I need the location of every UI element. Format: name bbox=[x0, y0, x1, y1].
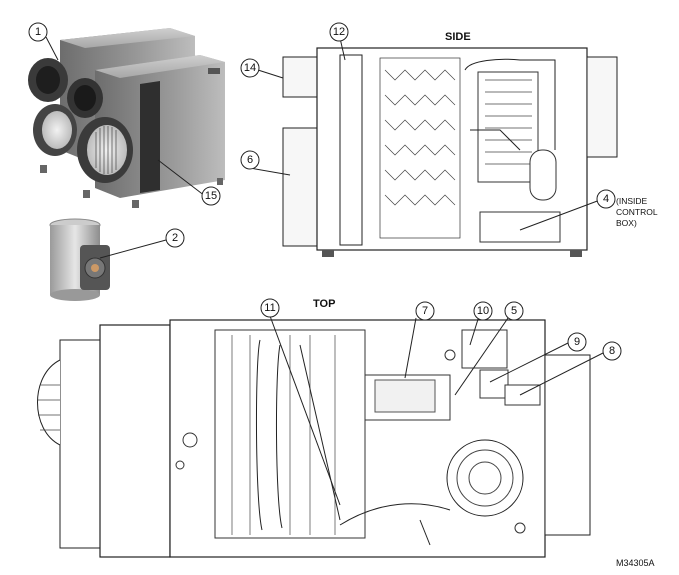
top-view: TOP bbox=[37, 298, 591, 558]
side-coil bbox=[379, 57, 461, 239]
note-line: BOX) bbox=[616, 218, 637, 228]
callout-number: 9 bbox=[574, 336, 580, 348]
callout-number: 2 bbox=[172, 232, 178, 244]
callout-2: 2 bbox=[165, 228, 185, 248]
top-coil-fins bbox=[231, 335, 336, 535]
callout-number: 11 bbox=[264, 302, 275, 314]
unit-photo bbox=[28, 28, 225, 208]
callout-number: 15 bbox=[205, 190, 217, 202]
note-line: CONTROL bbox=[616, 207, 658, 217]
figure-code: M34305A bbox=[616, 558, 655, 568]
callout-12: 12 bbox=[329, 22, 349, 42]
callout-number: 14 bbox=[244, 62, 256, 74]
callout-5: 5 bbox=[504, 301, 524, 321]
top-view-title: TOP bbox=[313, 298, 335, 310]
inside-control-box-note: (INSIDE CONTROL BOX) bbox=[616, 196, 658, 228]
note-line: (INSIDE bbox=[616, 196, 648, 206]
front-unit bbox=[67, 55, 225, 208]
callout-number: 10 bbox=[477, 305, 489, 317]
callout-1: 1 bbox=[28, 22, 48, 42]
callout-9: 9 bbox=[567, 332, 587, 352]
callout-6: 6 bbox=[240, 150, 260, 170]
callout-number: 5 bbox=[511, 305, 517, 317]
leader-lines bbox=[45, 36, 606, 506]
callout-8: 8 bbox=[602, 341, 622, 361]
callout-14: 14 bbox=[240, 58, 260, 78]
callout-number: 6 bbox=[247, 154, 253, 166]
callout-number: 12 bbox=[333, 26, 345, 38]
callout-number: 8 bbox=[609, 345, 615, 357]
callout-15: 15 bbox=[201, 186, 221, 206]
damper-photo bbox=[49, 218, 110, 301]
side-view: SIDE bbox=[282, 31, 618, 257]
callout-11: 11 bbox=[260, 298, 280, 318]
callout-10: 10 bbox=[473, 301, 493, 321]
side-view-title: SIDE bbox=[445, 31, 471, 43]
callout-7: 7 bbox=[415, 301, 435, 321]
callout-4: 4 bbox=[596, 189, 616, 209]
side-blower bbox=[477, 71, 539, 183]
callout-number: 7 bbox=[422, 305, 428, 317]
callout-number: 4 bbox=[603, 193, 609, 205]
callout-number: 1 bbox=[35, 26, 41, 38]
